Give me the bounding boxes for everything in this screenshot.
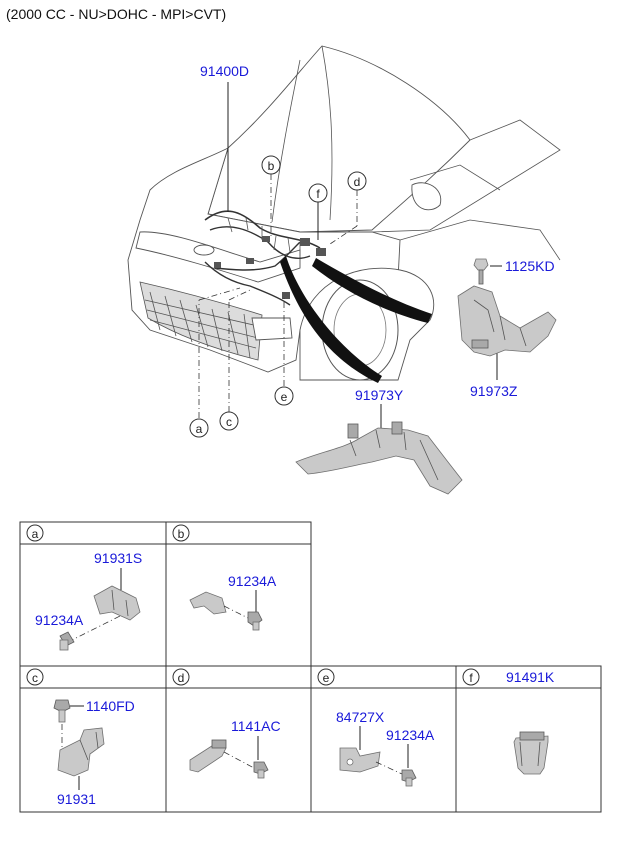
- callout-f[interactable]: f: [308, 183, 328, 203]
- detail-table: [19, 521, 602, 813]
- cell-letter-d: d: [172, 668, 190, 686]
- part-number-91234a-b[interactable]: 91234A: [228, 573, 277, 589]
- protector-91973z-shape: [457, 285, 557, 357]
- cell-letters: a b c d e f: [26, 524, 480, 686]
- cell-e-content: 84727X 91234A: [336, 709, 435, 787]
- leader-lines: [198, 82, 502, 428]
- svg-text:e: e: [323, 671, 330, 685]
- svg-text:b: b: [268, 159, 275, 173]
- protector-91973y-shape: [295, 421, 463, 495]
- cell-letter-c: c: [26, 668, 44, 686]
- cell-d-content: 1141AC: [189, 718, 281, 779]
- part-number-91931[interactable]: 91931: [57, 791, 96, 807]
- part-number-91400d[interactable]: 91400D: [200, 63, 249, 79]
- variant-label: (2000 CC - NU>DOHC - MPI>CVT): [6, 6, 226, 22]
- svg-text:e: e: [281, 390, 288, 404]
- part-number-91234a-e[interactable]: 91234A: [386, 727, 435, 743]
- cell-letter-f: f: [462, 668, 480, 686]
- callout-b[interactable]: b: [261, 155, 281, 175]
- callout-e[interactable]: e: [274, 386, 294, 406]
- callout-d[interactable]: d: [347, 171, 367, 191]
- cell-a-content: 91931S 91234A: [35, 550, 142, 651]
- svg-text:b: b: [178, 527, 185, 541]
- car-illustration: [127, 45, 561, 383]
- part-number-91234a-a[interactable]: 91234A: [35, 612, 84, 628]
- svg-text:f: f: [316, 187, 320, 201]
- svg-text:c: c: [226, 415, 232, 429]
- cell-f-content: 91491K: [506, 669, 555, 775]
- part-number-1141ac[interactable]: 1141AC: [231, 718, 281, 734]
- svg-text:a: a: [32, 527, 39, 541]
- callout-c[interactable]: c: [219, 411, 239, 431]
- bolt-1125kd: [473, 258, 489, 285]
- part-number-91973z[interactable]: 91973Z: [470, 383, 518, 399]
- part-number-91491k[interactable]: 91491K: [506, 669, 555, 685]
- part-number-91973y[interactable]: 91973Y: [355, 387, 404, 403]
- svg-text:a: a: [196, 422, 203, 436]
- cell-b-content: 91234A: [189, 573, 277, 631]
- callouts-upper: b f d e a c: [189, 155, 367, 438]
- svg-text:f: f: [469, 671, 473, 685]
- part-number-1140fd[interactable]: 1140FD: [86, 698, 135, 714]
- svg-text:c: c: [32, 671, 38, 685]
- part-number-1125kd[interactable]: 1125KD: [505, 258, 555, 274]
- cell-letter-a: a: [26, 524, 44, 542]
- svg-text:d: d: [354, 175, 361, 189]
- cell-letter-b: b: [172, 524, 190, 542]
- part-number-84727x[interactable]: 84727X: [336, 709, 385, 725]
- svg-text:d: d: [178, 671, 185, 685]
- cell-c-content: 1140FD 91931: [53, 698, 135, 807]
- part-number-91931s[interactable]: 91931S: [94, 550, 142, 566]
- cell-letter-e: e: [317, 668, 335, 686]
- callout-a[interactable]: a: [189, 418, 209, 438]
